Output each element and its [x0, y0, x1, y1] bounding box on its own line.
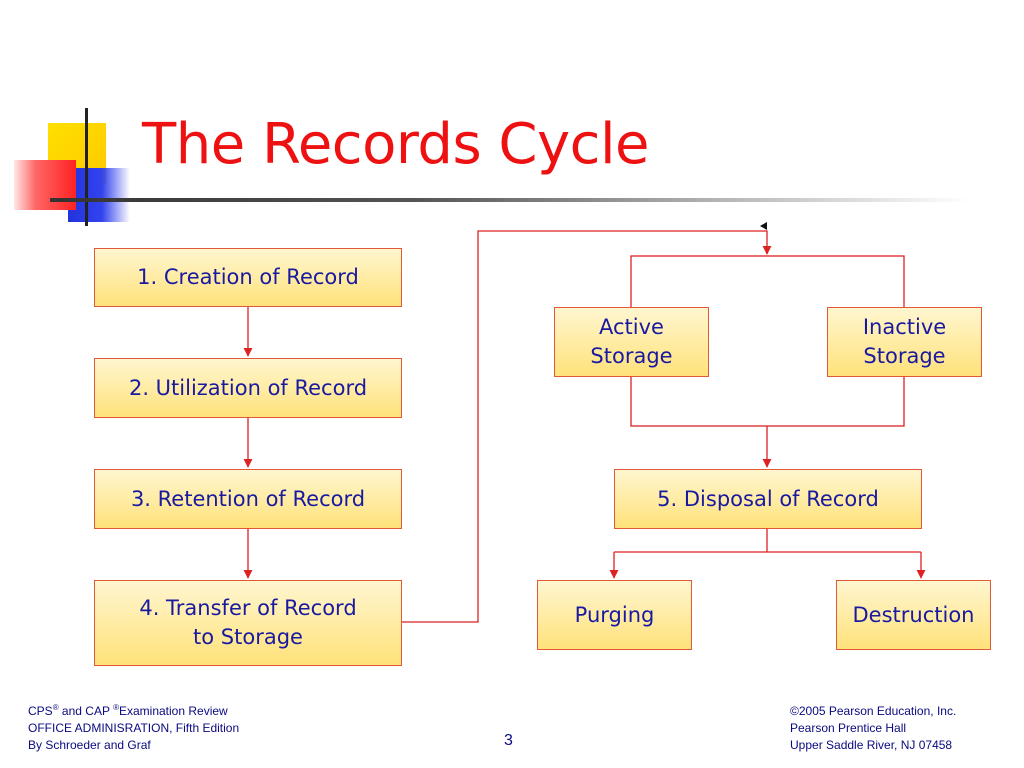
footer-right-line1: ©2005 Pearson Education, Inc.: [790, 704, 957, 718]
step-creation-box: 1. Creation of Record: [94, 248, 402, 307]
active-storage-box: Active Storage: [554, 307, 709, 377]
footer-left-line3: By Schroeder and Graf: [28, 738, 151, 752]
purging-box: Purging: [537, 580, 692, 650]
arrow-transfer-to-storage: [402, 230, 772, 623]
slide-title: The Records Cycle: [142, 112, 649, 177]
footer-left-line2: OFFICE ADMINISRATION, Fifth Edition: [28, 721, 240, 735]
inactive-storage-box: Inactive Storage: [827, 307, 982, 377]
step-retention-box: 3. Retention of Record: [94, 469, 402, 529]
footer-right-line2: Pearson Prentice Hall: [790, 721, 907, 735]
step-transfer-box: 4. Transfer of Record to Storage: [94, 580, 402, 666]
footer-left: CPS® and CAP ®Examination Review OFFICE …: [28, 703, 239, 754]
footer-left-line1: CPS® and CAP ®Examination Review: [28, 703, 228, 719]
footer-right-line3: Upper Saddle River, NJ 07458: [790, 738, 953, 752]
deco-blue-square: [68, 168, 130, 222]
deco-vertical-line: [85, 108, 88, 226]
page-number: 3: [504, 732, 513, 749]
step-utilization-box: 2. Utilization of Record: [94, 358, 402, 418]
title-underline: [50, 198, 970, 202]
small-arrowhead-marker: [760, 222, 767, 230]
destruction-box: Destruction: [836, 580, 991, 650]
step-disposal-box: 5. Disposal of Record: [614, 469, 922, 529]
footer-right: ©2005 Pearson Education, Inc. Pearson Pr…: [790, 703, 956, 754]
